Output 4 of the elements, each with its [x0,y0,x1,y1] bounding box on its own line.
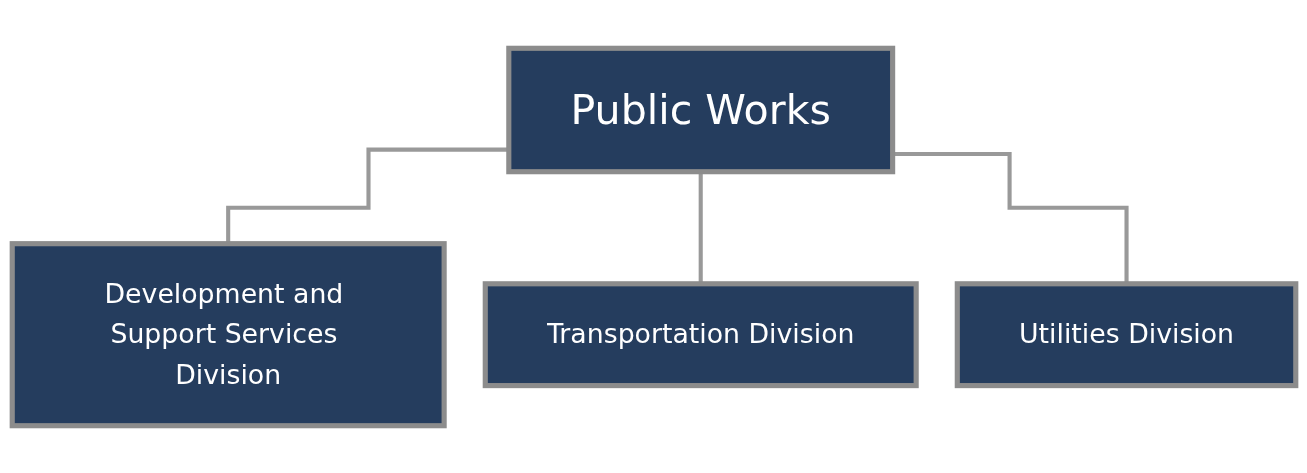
node-box: Development and Support Services Division [9,240,447,428]
node-box: Public Works [505,45,895,174]
node-box: Utilities Division [954,280,1298,388]
node-box: Transportation Division [482,280,919,388]
